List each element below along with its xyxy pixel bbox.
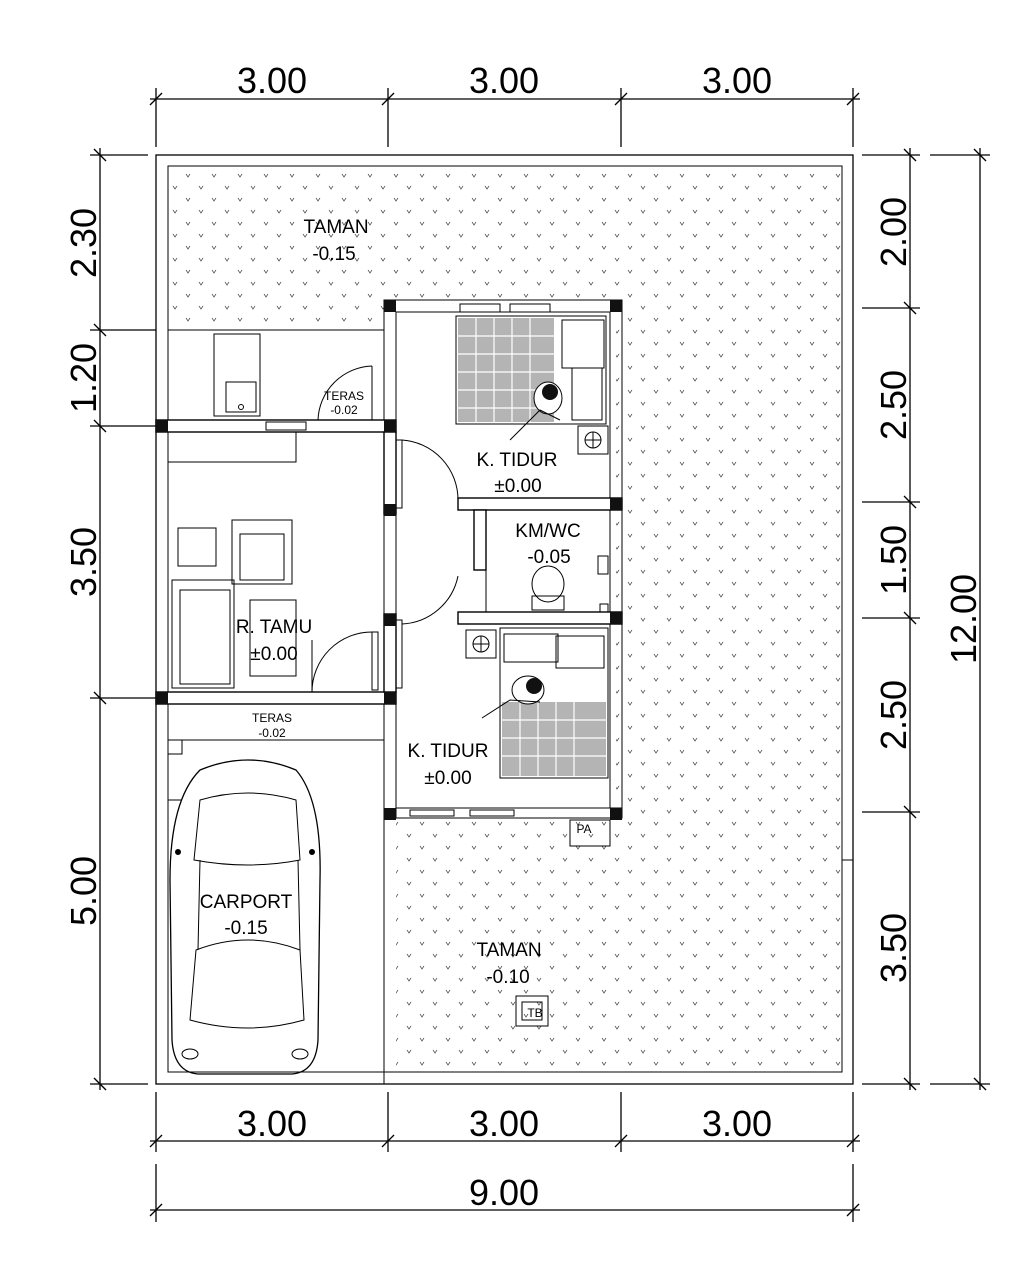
dim-left-1: 2.30 [63,208,104,278]
dim-bottom-3: 3.00 [702,1103,772,1144]
dim-left-2: 1.20 [63,343,104,413]
dim-right-1: 2.00 [873,197,914,267]
bed-icon [455,315,607,441]
room-name: TERAS [252,711,292,725]
dim-right-3: 1.50 [873,525,914,595]
room-level: -0.15 [312,244,355,265]
dim-top-2: 3.00 [469,60,539,101]
room-level: -0.15 [224,918,267,939]
room-level: ±0.00 [250,644,297,665]
room-name: KM/WC [515,521,580,542]
dimension-labels: 3.00 3.00 3.00 3.00 3.00 3.00 9.00 2.30 … [63,60,984,1213]
tb-label: TB [527,1006,542,1020]
dim-right-2: 2.50 [873,370,914,440]
dim-right-5: 3.50 [873,913,914,983]
dim-top-3: 3.00 [702,60,772,101]
room-level: -0.10 [486,967,529,988]
sofa-set [171,519,297,689]
room-level: ±0.00 [424,768,471,789]
car-icon [169,759,321,1075]
columns [156,300,622,820]
dim-right-4: 2.50 [873,680,914,750]
room-name: CARPORT [200,892,293,913]
dim-bottom-total: 9.00 [469,1172,539,1213]
site-boundary [155,154,854,1085]
dim-bottom-1: 3.00 [237,1103,307,1144]
room-level: ±0.00 [494,476,541,497]
room-name: TERAS [324,389,364,403]
room-level: -0.05 [527,547,570,568]
dim-right-total: 12.00 [943,574,984,664]
room-name: TAMAN [303,217,368,238]
room-name: TAMAN [476,940,541,961]
dim-bottom-2: 3.00 [469,1103,539,1144]
pa-box: PA [569,819,611,847]
dim-left-3: 3.50 [63,527,104,597]
garden-hatch [168,166,842,1072]
walls [155,299,623,1084]
dim-top-1: 3.00 [237,60,307,101]
room-level: -0.02 [258,726,286,740]
dim-left-4: 5.00 [63,856,104,926]
room-labels: TAMAN -0.15 TERAS -0.02 K. TIDUR ±0.00 K… [200,217,581,988]
room-name: K. TIDUR [408,741,489,762]
bathroom-fixtures [531,425,609,613]
pa-label: PA [576,822,591,836]
room-name: K. TIDUR [477,450,558,471]
tb-box: TB [515,995,549,1027]
room-name: R. TAMU [236,617,312,638]
room-level: -0.02 [330,403,358,417]
dimension-lines [90,88,990,1222]
bed-icon [465,627,609,779]
